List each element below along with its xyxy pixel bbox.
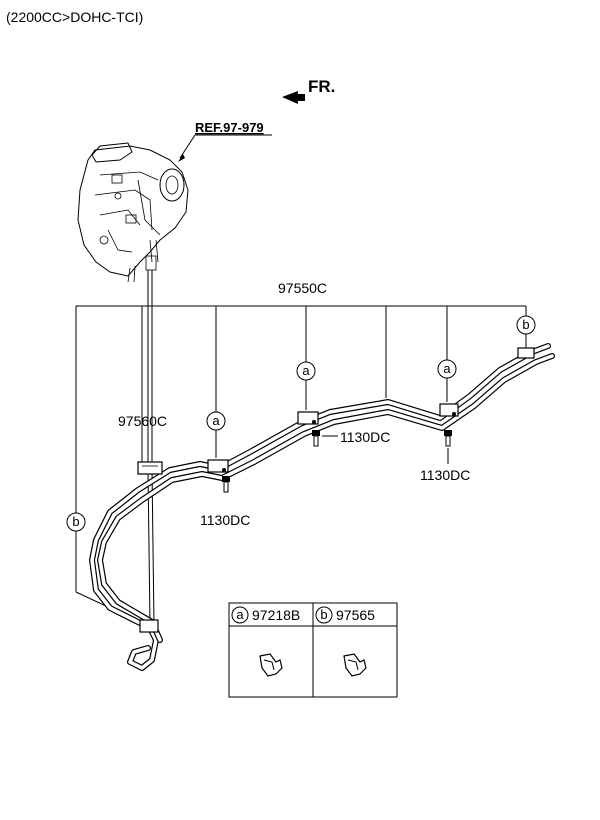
callout-a: a	[206, 411, 226, 431]
part-label-pipe-assembly: 97550C	[278, 280, 327, 296]
legend-part-b: 97565	[336, 607, 375, 623]
legend-letter-a: a	[236, 607, 244, 622]
bolt-icon	[312, 430, 338, 447]
svg-text:a: a	[302, 363, 310, 378]
pipe-clip-b-2	[139, 619, 159, 633]
hvac-unit-drawing	[77, 142, 189, 283]
svg-text:b: b	[72, 514, 79, 529]
bolt-icon	[444, 430, 452, 464]
legend-table: a 97218B b 97565	[228, 602, 398, 698]
part-label-bolt: 1130DC	[420, 467, 470, 483]
svg-text:b: b	[522, 317, 529, 332]
legend-part-a: 97218B	[252, 607, 300, 623]
front-label: FR.	[308, 77, 335, 96]
reference-label: REF.97-979	[195, 120, 264, 135]
callout-b: b	[66, 512, 86, 532]
ac-pipe-assembly	[89, 343, 555, 671]
callout-a: a	[437, 359, 457, 379]
pipe-clip-a-1	[207, 459, 229, 473]
legend-letter-b: b	[320, 607, 327, 622]
pipe-clip-b-1	[517, 347, 535, 359]
callout-a: a	[296, 361, 316, 381]
front-direction-arrow-icon	[282, 91, 305, 104]
engine-spec-label: (2200CC>DOHC-TCI)	[6, 9, 143, 25]
svg-text:a: a	[443, 361, 451, 376]
part-label-bolt: 1130DC	[200, 512, 250, 528]
pipe-clip-a-3	[439, 403, 459, 417]
bolt-icon	[222, 476, 230, 493]
leader-lines	[75, 270, 527, 626]
pipe-clip-a-2	[297, 411, 319, 425]
svg-text:a: a	[212, 413, 220, 428]
callout-b: b	[516, 315, 536, 335]
part-label-bolt: 1130DC	[340, 429, 390, 445]
pipe-clip-97560c	[137, 461, 163, 475]
clip-97218b-icon	[259, 653, 283, 677]
clip-97565-icon	[343, 653, 367, 677]
part-label-hose: 97560C	[118, 413, 167, 429]
